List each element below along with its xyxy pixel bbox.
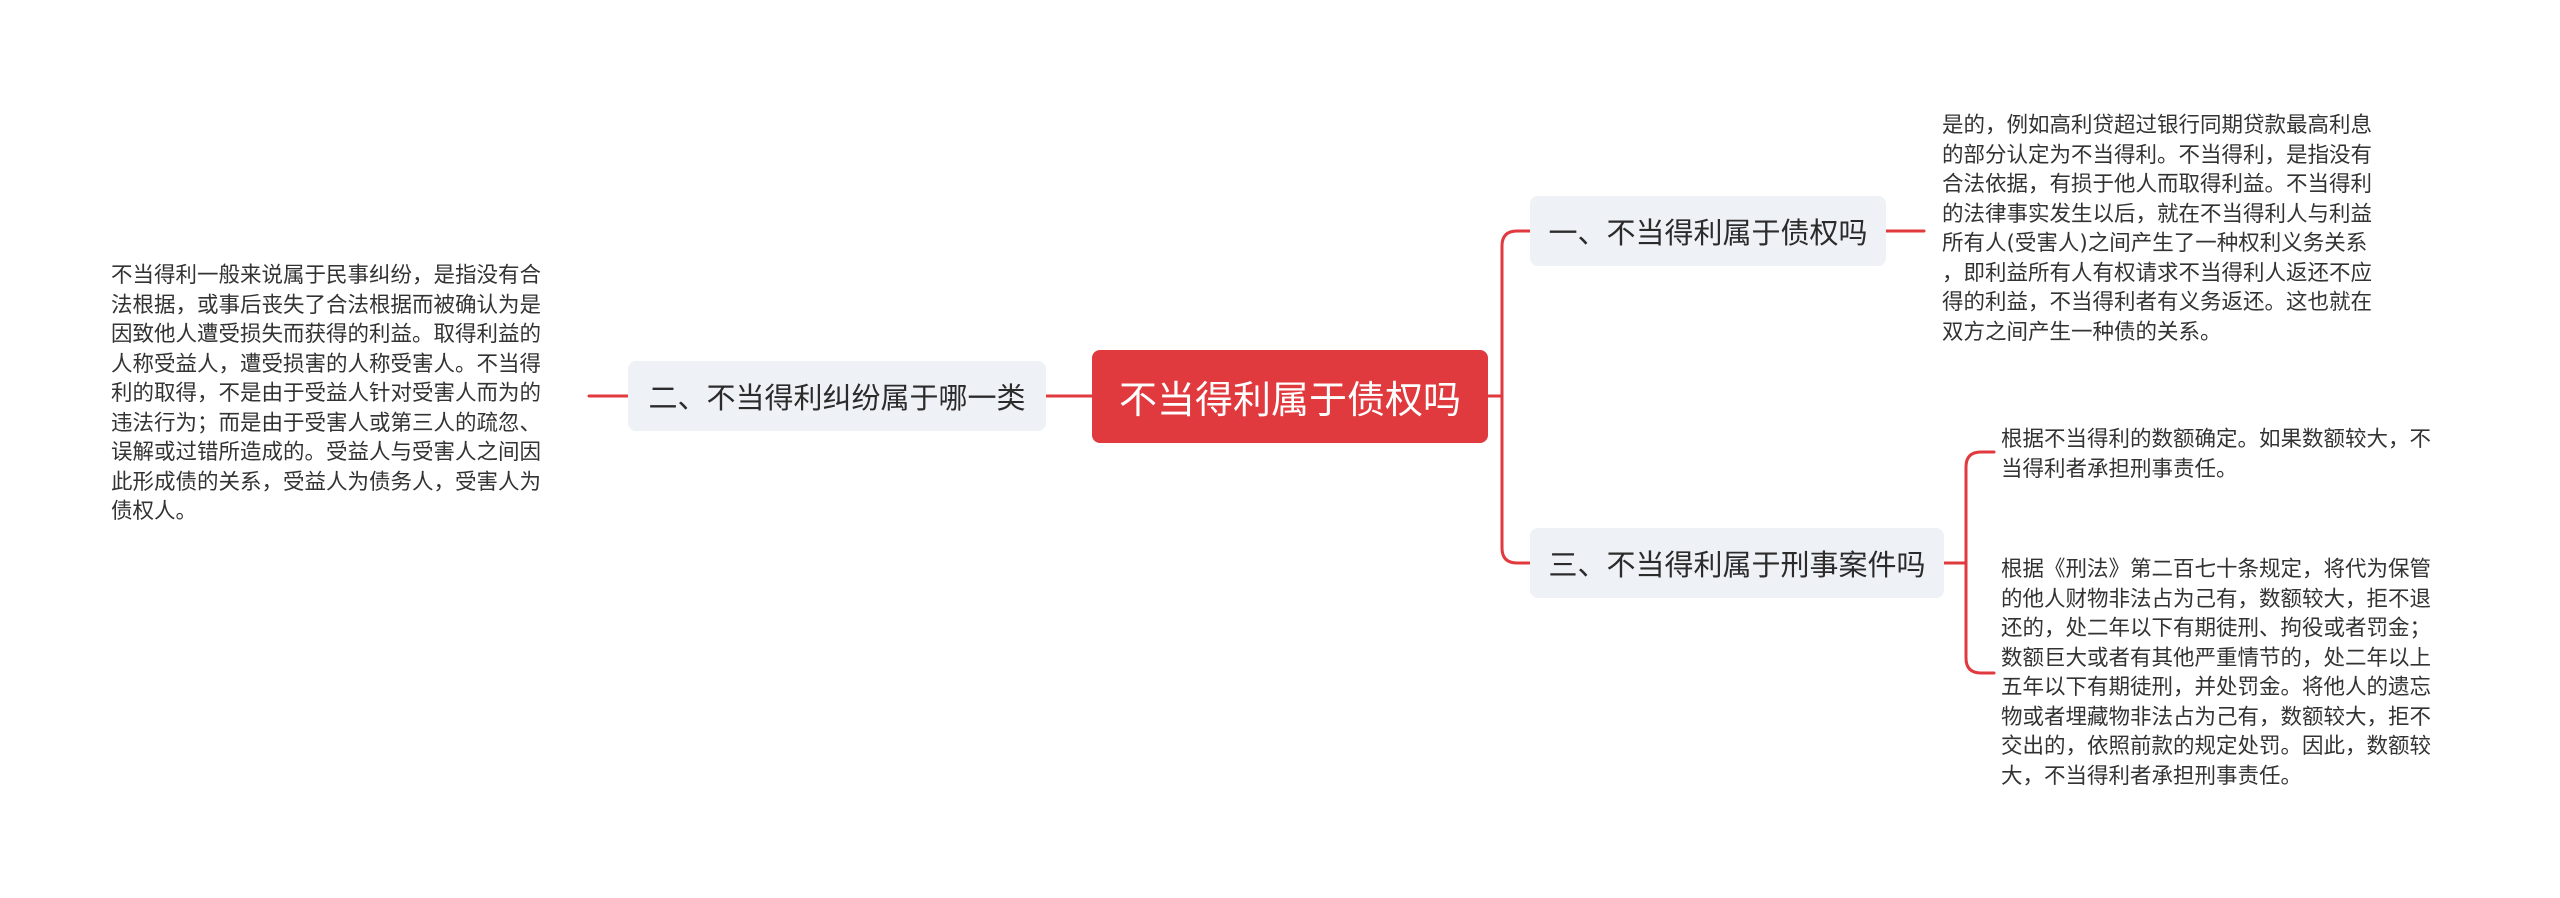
branch-topic-1[interactable]: 一、不当得利属于债权吗 <box>1530 196 1886 266</box>
connector-right-trunk-upper <box>1500 229 1532 398</box>
root-topic[interactable]: 不当得利属于债权吗 <box>1092 350 1488 443</box>
branch-topic-3[interactable]: 三、不当得利属于刑事案件吗 <box>1530 528 1944 598</box>
branch-3-detail-text-1[interactable]: 根据不当得利的数额确定。如果数额较大，不 当得利者承担刑事责任。 <box>2001 427 2432 482</box>
branch-2-detail-text[interactable]: 不当得利一般来说属于民事纠纷，是指没有合 法根据，或事后丧失了合法根据而被确认为… <box>111 263 542 524</box>
branch-1-detail-text[interactable]: 是的，例如高利贷超过银行同期贷款最高利息 的部分认定为不当得利。不当得利，是指没… <box>1942 113 2373 345</box>
branch-3-detail-text-2[interactable]: 根据《刑法》第二百七十条规定，将代为保管 的他人财物非法占为己有，数额较大，拒不… <box>2001 557 2432 789</box>
connector-right-trunk-lower <box>1500 394 1532 565</box>
connector-branch-3-to-detail-1 <box>1964 450 1996 565</box>
connector-branch-3-to-detail-2 <box>1964 561 1996 675</box>
branch-topic-2[interactable]: 二、不当得利纠纷属于哪一类 <box>628 361 1046 431</box>
